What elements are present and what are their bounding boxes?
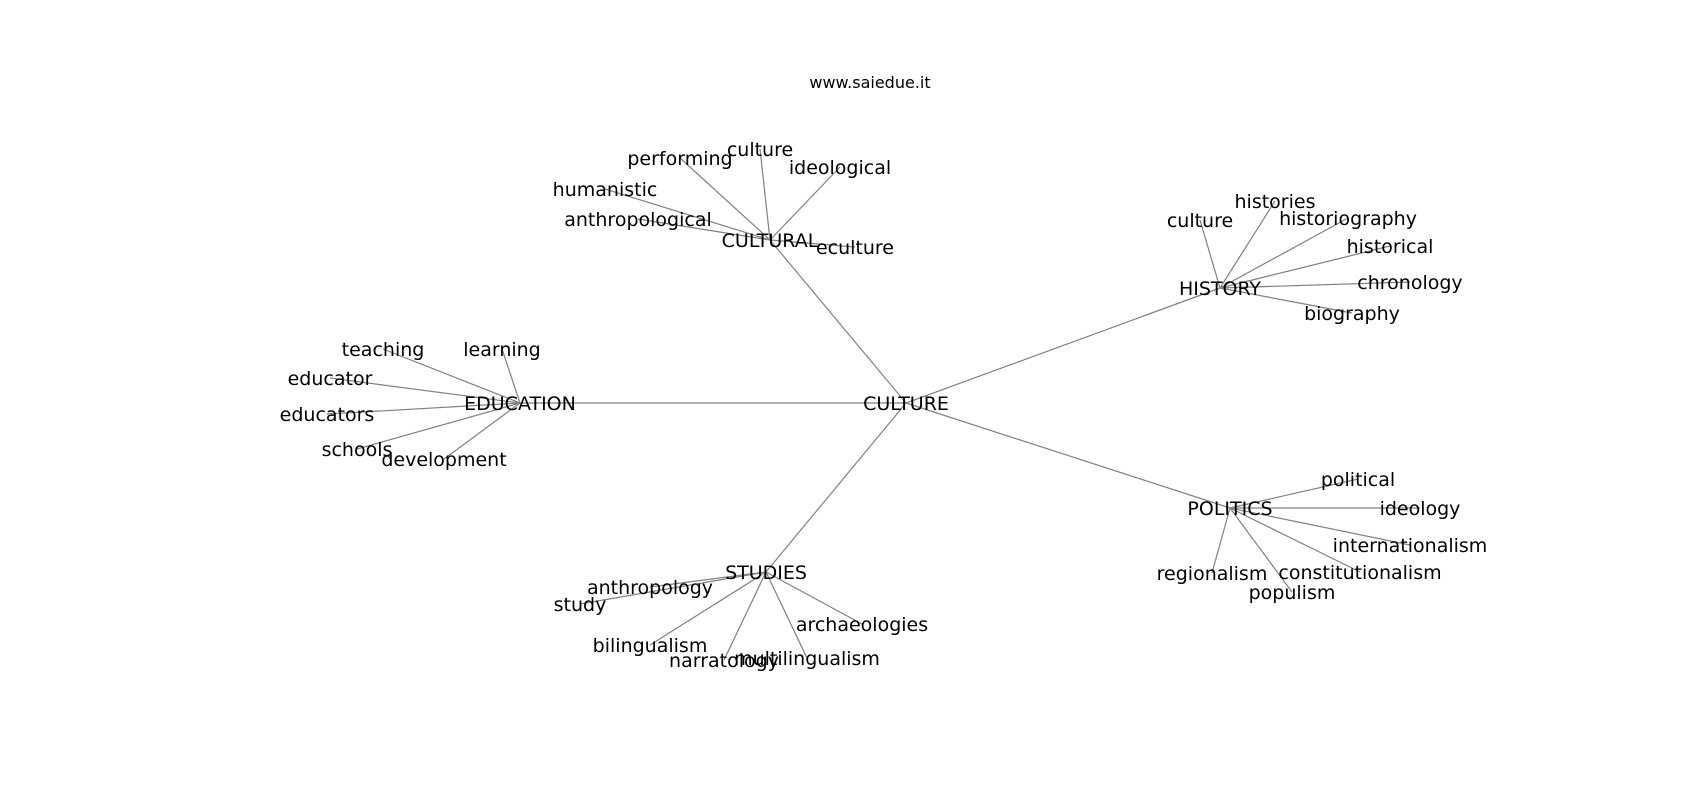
- edge-education-educators: [326, 402, 521, 415]
- site-url: www.saiedue.it: [809, 73, 930, 92]
- leaf-node-cultural-ideological: ideological: [789, 157, 891, 179]
- leaf-node-cultural-humanistic: humanistic: [553, 179, 658, 201]
- edge-cultural-anthropological: [637, 218, 771, 241]
- edge-root-studies: [765, 402, 907, 573]
- leaf-node-politics-ideology: ideology: [1380, 498, 1461, 520]
- edge-cultural-eculture: [769, 239, 856, 248]
- edge-studies-study: [579, 571, 767, 605]
- edge-root-cultural: [769, 239, 907, 404]
- edge-root-politics: [905, 402, 1231, 509]
- edge-history-chronology: [1219, 281, 1411, 289]
- leaf-node-history-historiography: historiography: [1279, 208, 1417, 230]
- edge-politics-populism: [1229, 507, 1293, 593]
- leaf-node-education-development: development: [381, 449, 506, 471]
- leaf-node-cultural-culture: culture: [727, 139, 793, 161]
- leaf-node-history-historical: historical: [1347, 236, 1434, 258]
- edges: [326, 148, 1420, 661]
- edge-education-teaching: [382, 348, 521, 404]
- edge-cultural-culture: [759, 148, 771, 241]
- branch-node-cultural: CULTURAL: [722, 230, 819, 252]
- leaf-node-education-learning: learning: [463, 339, 541, 361]
- root-node-label: CULTURE: [863, 393, 949, 415]
- edge-studies-anthropology: [649, 571, 767, 588]
- leaf-node-studies-bilingualism: bilingualism: [593, 635, 708, 657]
- edge-history-culture: [1199, 219, 1221, 289]
- leaf-node-history-histories: histories: [1235, 191, 1316, 213]
- leaf-node-studies-anthropology: anthropology: [587, 577, 713, 599]
- edge-politics-internationalism: [1229, 507, 1411, 546]
- edge-education-educator: [329, 377, 521, 404]
- edge-studies-multilingualism: [765, 571, 808, 659]
- leaf-node-politics-constitutionalism: constitutionalism: [1278, 562, 1441, 584]
- edge-politics-political: [1229, 478, 1359, 509]
- edge-education-development: [443, 402, 521, 460]
- leaf-node-politics-regionalism: regionalism: [1157, 563, 1268, 585]
- branch-node-studies: STUDIES: [725, 562, 807, 584]
- leaf-node-history-chronology: chronology: [1357, 272, 1462, 294]
- leaf-node-history-biography: biography: [1304, 303, 1400, 325]
- leaf-node-cultural-performing: performing: [627, 148, 732, 170]
- edge-education-learning: [501, 348, 521, 404]
- branch-node-education: EDUCATION: [464, 393, 576, 415]
- node-labels: CULTURECULTURALperformingcultureideologi…: [280, 139, 1488, 672]
- leaf-node-studies-archaeologies: archaeologies: [796, 614, 928, 636]
- leaf-node-studies-study: study: [554, 594, 607, 616]
- edge-politics-regionalism: [1211, 507, 1231, 574]
- leaf-node-studies-narratology: narratology: [669, 650, 779, 672]
- edge-politics-constitutionalism: [1229, 507, 1361, 573]
- edge-cultural-humanistic: [604, 188, 771, 241]
- edge-history-historical: [1219, 245, 1391, 289]
- branch-node-politics: POLITICS: [1187, 498, 1272, 520]
- edge-studies-narratology: [723, 571, 767, 661]
- leaf-node-education-educator: educator: [288, 368, 373, 390]
- edge-cultural-ideological: [769, 166, 841, 241]
- edge-studies-bilingualism: [649, 571, 767, 646]
- leaf-node-politics-populism: populism: [1249, 582, 1336, 604]
- leaf-node-history-culture: culture: [1167, 210, 1233, 232]
- leaf-node-cultural-eculture: eculture: [816, 237, 894, 259]
- branch-node-history: HISTORY: [1179, 278, 1261, 300]
- leaf-node-politics-internationalism: internationalism: [1333, 535, 1488, 557]
- leaf-node-education-schools: schools: [322, 439, 393, 461]
- leaf-node-studies-multilingualism: multilingualism: [734, 648, 880, 670]
- edge-history-historiography: [1219, 217, 1349, 289]
- edge-cultural-performing: [679, 157, 771, 241]
- edge-history-biography: [1219, 287, 1353, 314]
- leaf-node-education-educators: educators: [280, 404, 375, 426]
- edge-education-schools: [356, 402, 521, 450]
- leaf-node-politics-political: political: [1321, 469, 1395, 491]
- leaf-node-cultural-anthropological: anthropological: [564, 209, 712, 231]
- edge-studies-archaeologies: [765, 571, 863, 625]
- edge-history-histories: [1219, 200, 1276, 289]
- edge-root-history: [905, 287, 1221, 404]
- leaf-node-education-teaching: teaching: [342, 339, 425, 361]
